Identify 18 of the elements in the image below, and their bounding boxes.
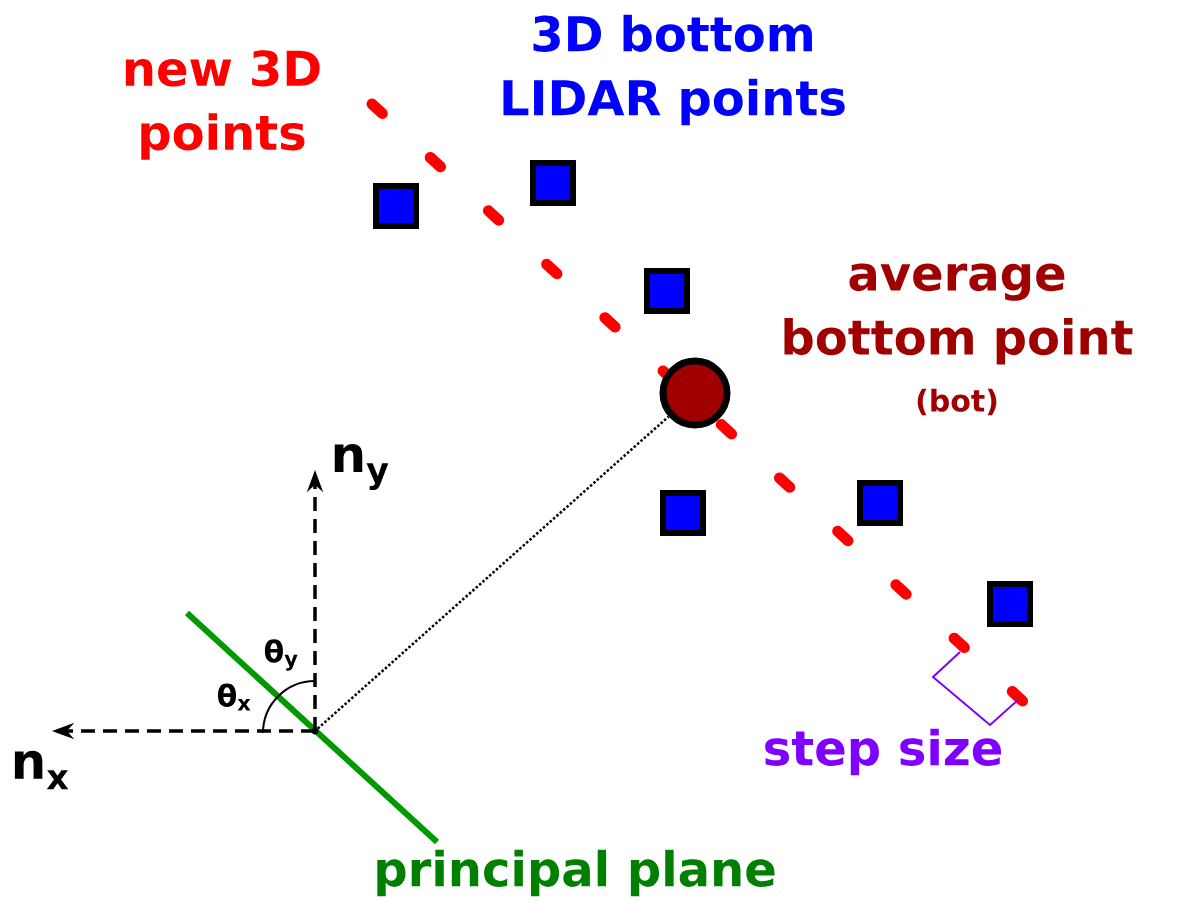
- point-caption: (bot): [917, 388, 997, 416]
- lidar-point-square: [987, 581, 1033, 627]
- dimension-label: step size: [765, 728, 1001, 776]
- callout-text: new 3D points: [125, 50, 320, 160]
- angle-label: θ$_{x}$: [217, 683, 251, 711]
- dotted-line: [316, 415, 670, 730]
- angle-label: θ$_{y}$: [264, 639, 298, 671]
- axis-label: n$_{x}$: [14, 750, 69, 790]
- lidar-point-square: [857, 480, 903, 526]
- lidar-point-square: [644, 268, 690, 314]
- lidar-point-square: [660, 490, 706, 536]
- axis-label: n$_{y}$: [334, 443, 389, 491]
- plane-label: principal plane: [377, 849, 775, 897]
- lidar-point-square: [530, 160, 576, 206]
- point-caption: average bottom point: [784, 263, 1133, 365]
- average-point-circle: [659, 357, 731, 429]
- lidar-point-square: [373, 183, 419, 229]
- callout-text: 3D bottom LIDAR points: [503, 14, 845, 126]
